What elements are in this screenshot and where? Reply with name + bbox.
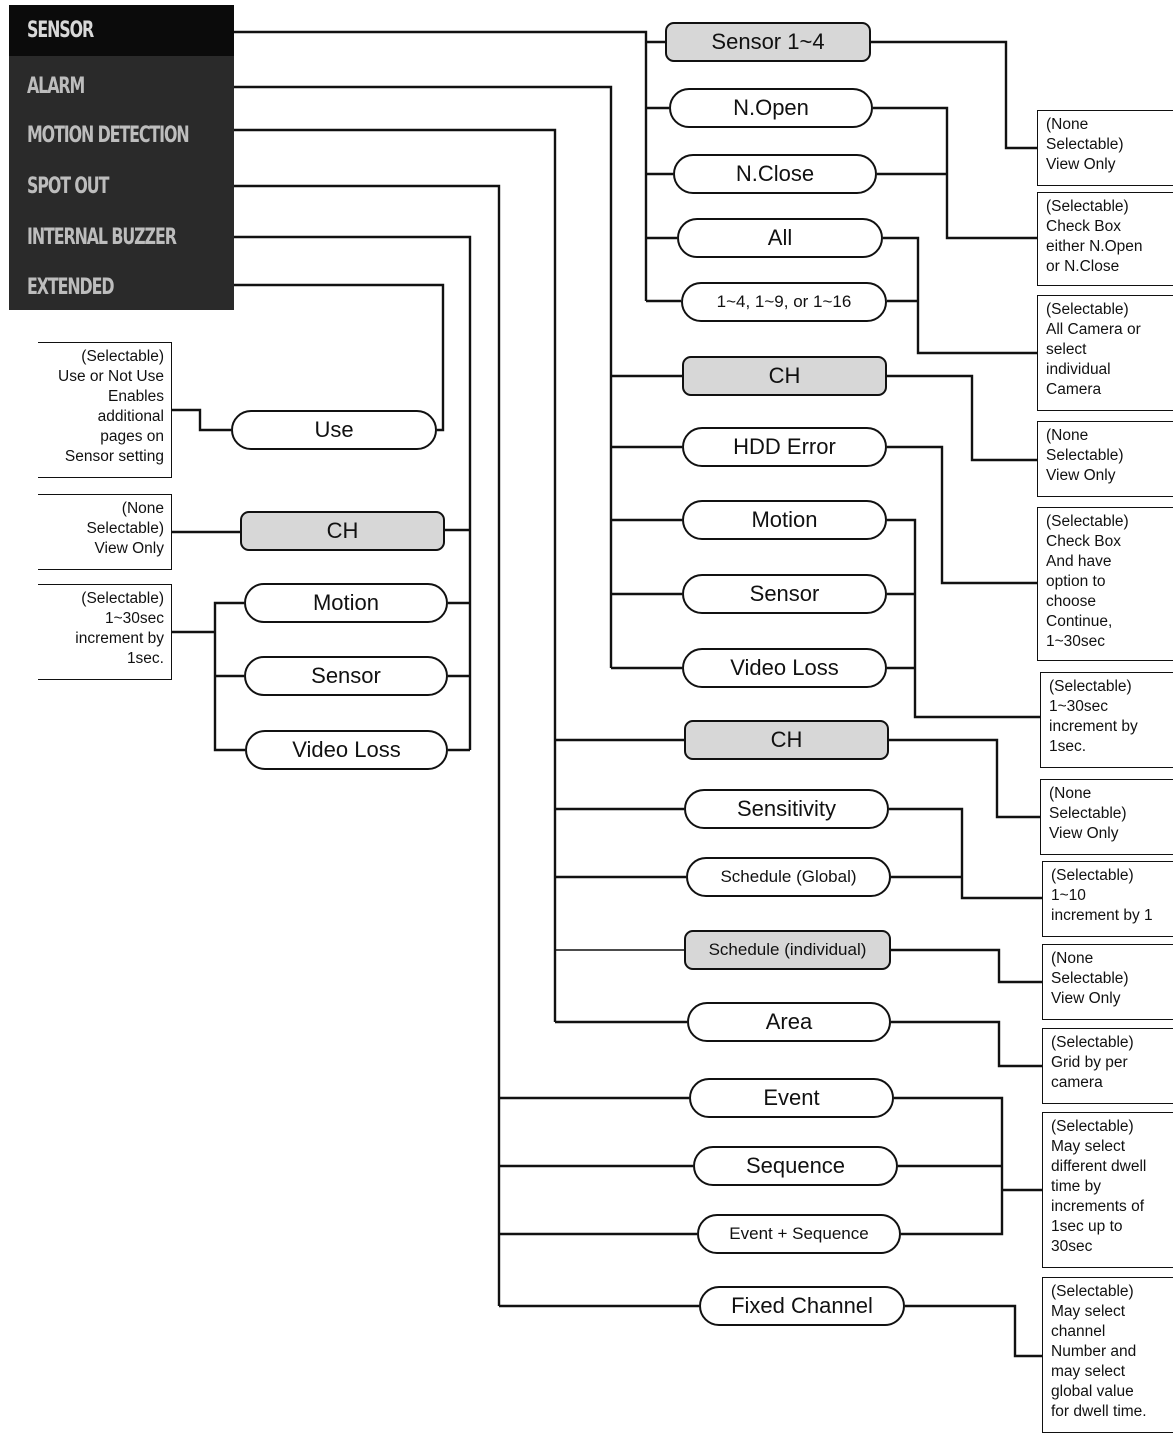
channel-range-option[interactable]: 1~4, 1~9, or 1~16 (681, 282, 887, 322)
wire-extended-trunk (234, 283, 445, 432)
alarm-ch-box[interactable]: CH (682, 356, 887, 396)
wire-alarm-trunk (234, 85, 613, 668)
wire-sensor-trunk (234, 30, 648, 301)
sensor-1-4-box[interactable]: Sensor 1~4 (665, 22, 871, 62)
md-sensitivity-option[interactable]: Sensitivity (684, 789, 889, 829)
md-area-option[interactable]: Area (687, 1002, 891, 1042)
extended-use-option[interactable]: Use (231, 410, 437, 450)
note-hdd-checkbox: (Selectable) Check Box And have option t… (1037, 507, 1173, 661)
buzzer-video-loss-option[interactable]: Video Loss (245, 730, 448, 770)
note-md-ch-view-only: (None Selectable) View Only (1040, 779, 1173, 855)
wire-buzzer-trunk (234, 235, 472, 750)
wire-all-range-note (883, 236, 1037, 355)
wire-md-trunk (234, 128, 557, 1022)
spot-sequence-option[interactable]: Sequence (693, 1146, 898, 1186)
menu-item-extended[interactable]: EXTENDED (27, 275, 114, 300)
wire-openclose-note (873, 106, 1037, 240)
wire-sched-ind-note (891, 948, 1042, 984)
note-sensitivity: (Selectable) 1~10 increment by 1 (1042, 861, 1173, 937)
note-alarm-increment: (Selectable) 1~30sec increment by 1sec. (1040, 672, 1173, 768)
md-schedule-individual-box[interactable]: Schedule (individual) (684, 930, 891, 970)
wire-hdd-note (887, 445, 1037, 585)
buzzer-motion-option[interactable]: Motion (244, 583, 448, 623)
note-dwell-time: (Selectable) May select different dwell … (1042, 1112, 1173, 1268)
buzzer-sensor-option[interactable]: Sensor (244, 656, 448, 696)
n-close-option[interactable]: N.Close (673, 154, 877, 194)
note-schedule-view-only: (None Selectable) View Only (1042, 944, 1173, 1020)
wire-left-increment-note (172, 601, 245, 752)
all-option[interactable]: All (677, 218, 883, 258)
menu-item-motion-detection[interactable]: MOTION DETECTION (27, 123, 190, 148)
spot-fixed-channel-option[interactable]: Fixed Channel (699, 1286, 905, 1326)
wire-md-ch-note (889, 738, 1040, 819)
md-ch-box[interactable]: CH (684, 720, 889, 760)
note-use-or-not-use: (Selectable) Use or Not Use Enables addi… (38, 342, 172, 478)
alarm-sensor-option[interactable]: Sensor (682, 574, 887, 614)
note-area-grid: (Selectable) Grid by per camera (1042, 1028, 1173, 1104)
alarm-video-loss-option[interactable]: Video Loss (682, 648, 887, 688)
n-open-option[interactable]: N.Open (669, 88, 873, 128)
wire-left-use-note (172, 408, 231, 432)
note-all-camera: (Selectable) All Camera or select indivi… (1037, 295, 1173, 411)
note-buzzer-ch-view-only: (None Selectable) View Only (38, 494, 172, 570)
menu-item-internal-buzzer[interactable]: INTERNAL BUZZER (27, 225, 177, 250)
menu-item-spot-out[interactable]: SPOT OUT (27, 174, 109, 199)
menu-item-alarm[interactable]: ALARM (27, 74, 85, 99)
note-alarm-ch-view-only: (None Selectable) View Only (1037, 421, 1173, 497)
wire-sensor14-note (871, 40, 1037, 150)
buzzer-ch-box[interactable]: CH (240, 511, 445, 551)
wire-alarm-increment-note (887, 518, 1040, 719)
wire-area-note (891, 1020, 1042, 1068)
note-fixed-channel: (Selectable) May select channel Number a… (1042, 1277, 1173, 1433)
wire-sensitivity-note (889, 807, 1042, 900)
wire-spot-trunk (234, 184, 501, 1306)
menu-item-sensor[interactable]: SENSOR (9, 5, 234, 56)
wire-alarm-ch-note (887, 374, 1037, 462)
wire-fixed-note (905, 1304, 1042, 1358)
note-buzzer-increment: (Selectable) 1~30sec increment by 1sec. (38, 584, 172, 680)
md-schedule-global-option[interactable]: Schedule (Global) (686, 857, 891, 897)
spot-event-option[interactable]: Event (689, 1078, 894, 1118)
alarm-hdd-error-option[interactable]: HDD Error (682, 427, 887, 467)
main-menu-panel: SENSOR ALARM MOTION DETECTION SPOT OUT I… (9, 5, 234, 310)
alarm-motion-option[interactable]: Motion (682, 500, 887, 540)
wire-dwell-note (894, 1096, 1042, 1236)
note-checkbox-open-close: (Selectable) Check Box either N.Open or … (1037, 192, 1173, 286)
spot-event-sequence-option[interactable]: Event + Sequence (697, 1214, 901, 1254)
note-sensor-view-only: (None Selectable) View Only (1037, 110, 1173, 186)
